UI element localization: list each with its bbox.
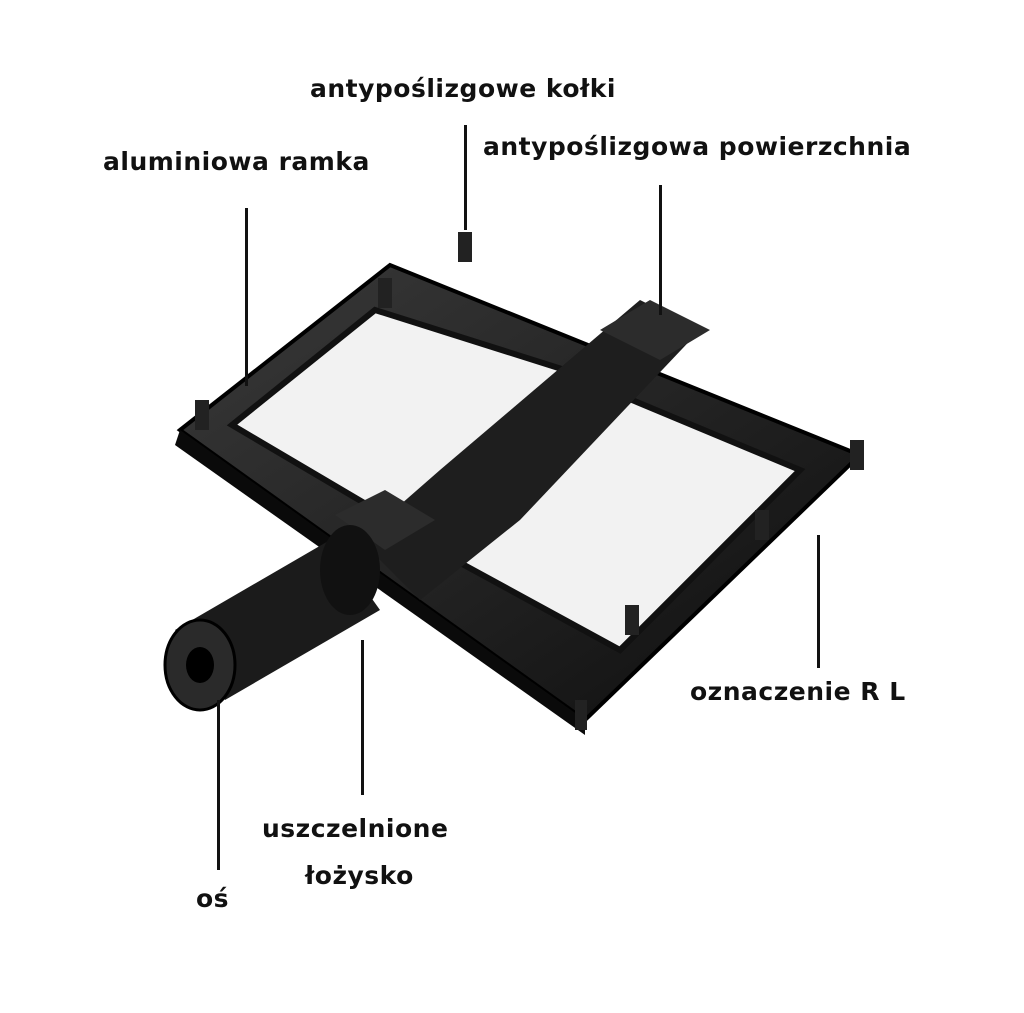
leader-line-bearing xyxy=(361,640,364,795)
label-bearing-line1: uszczelnione xyxy=(262,814,449,843)
label-surface: antypoślizgowa powierzchnia xyxy=(483,132,912,161)
label-pins: antypoślizgowe kołki xyxy=(310,74,616,103)
axle xyxy=(163,525,380,712)
label-frame: aluminiowa ramka xyxy=(103,147,370,176)
pedal-body xyxy=(175,262,864,735)
leader-line-pins xyxy=(464,125,467,230)
anti-slip-surface xyxy=(600,300,710,360)
leader-line-marking xyxy=(817,535,820,668)
leader-line-axle xyxy=(217,700,220,870)
pins xyxy=(195,232,864,730)
label-marking: oznaczenie R L xyxy=(690,677,906,706)
label-bearing-line2: łożysko xyxy=(305,861,414,890)
leader-line-frame xyxy=(245,208,248,386)
label-axle: oś xyxy=(196,884,230,913)
leader-line-surface xyxy=(659,185,662,315)
